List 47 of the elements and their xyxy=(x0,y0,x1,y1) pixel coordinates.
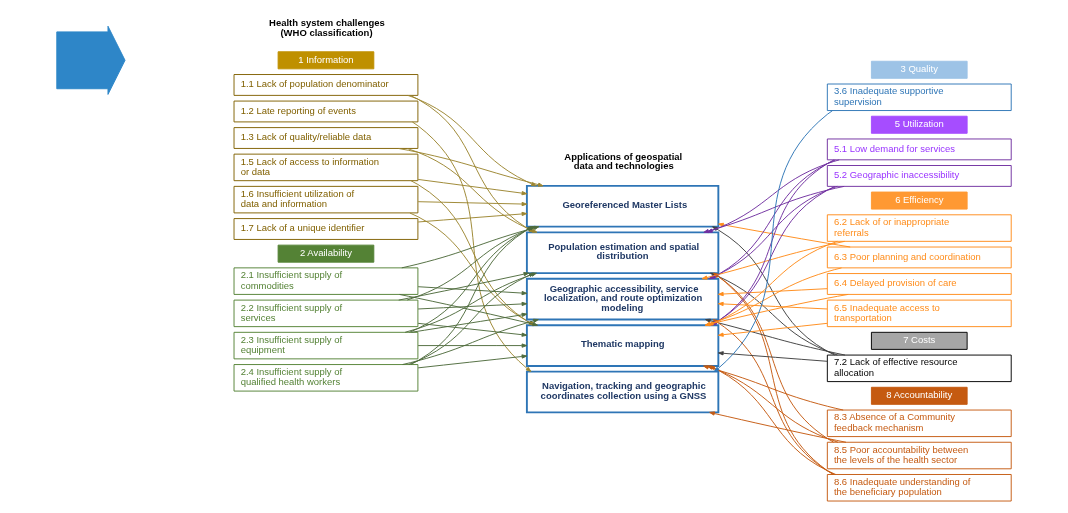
node-box: 8.6 Inadequate understanding of the beneficiary population xyxy=(826,474,1012,502)
arrow xyxy=(717,322,828,337)
arrow xyxy=(417,178,528,196)
arrow xyxy=(417,322,528,337)
arrow xyxy=(417,286,528,296)
node-box: 2.4 Insufficient supply of qualified health workers xyxy=(233,364,419,392)
node-box: 7.2 Lack of effective resource allocation xyxy=(826,354,1012,383)
arrow xyxy=(417,343,528,348)
arrow xyxy=(410,312,528,333)
node-box: 1 Information xyxy=(277,51,375,70)
node-box: 1.6 Insufficient utilization of data and information xyxy=(233,185,419,214)
node-arrow xyxy=(56,25,126,95)
node-box: 6 Efficiency xyxy=(870,191,968,210)
node-box: 5.2 Geographic inaccessibility xyxy=(826,165,1012,187)
node-box: 1.2 Late reporting of events xyxy=(233,100,419,123)
arrow xyxy=(417,301,528,310)
node-box: 2.3 Insufficient supply of equipment xyxy=(233,331,419,360)
arrow xyxy=(417,201,528,207)
node-box: 6.4 Delayed provision of care xyxy=(826,273,1012,295)
node-box: 8 Accountability xyxy=(870,386,968,405)
node-box: 5.1 Low demand for services xyxy=(826,138,1012,161)
node-box: 1.3 Lack of quality/reliable data xyxy=(233,127,419,149)
arrow xyxy=(709,411,847,443)
node-box: 5 Utilization xyxy=(870,115,968,134)
arrow xyxy=(717,288,828,297)
node-box: 2.1 Insufficient supply of commodities xyxy=(233,267,419,295)
node-box: 1.1 Lack of population denominator xyxy=(233,74,419,96)
arrow xyxy=(417,354,528,369)
arrow xyxy=(718,222,851,248)
node-box: 1.5 Lack of access to information or data xyxy=(233,153,419,182)
node-box: 7 Costs xyxy=(870,331,968,350)
arrow xyxy=(398,272,530,301)
node-box: 3 Quality xyxy=(870,60,968,79)
node-box: 8.5 Poor accountability between the levels of the health sector xyxy=(826,441,1012,470)
node-box: 6.5 Inadequate access to transportation xyxy=(826,299,1012,328)
node-box: 6.2 Lack of or inappropriate referrals xyxy=(826,214,1012,242)
label: Health system challenges (WHO classification) xyxy=(269,17,385,38)
label: Applications of geospatial data and technologies xyxy=(564,150,683,172)
arrow xyxy=(717,301,828,310)
node-box: 1.7 Lack of a unique identifier xyxy=(233,218,419,240)
node-box: 8.3 Absence of a Community feedback mechanism xyxy=(826,409,1012,438)
node-box: 2.2 Insufficient supply of services xyxy=(233,299,419,328)
node-box: 3.6 Inadequate supportive supervision xyxy=(826,83,1012,111)
node-box: 6.3 Poor planning and coordination xyxy=(826,246,1012,269)
arrow xyxy=(417,211,528,223)
node-box: 2 Availability xyxy=(277,244,375,263)
arrow xyxy=(717,351,828,362)
